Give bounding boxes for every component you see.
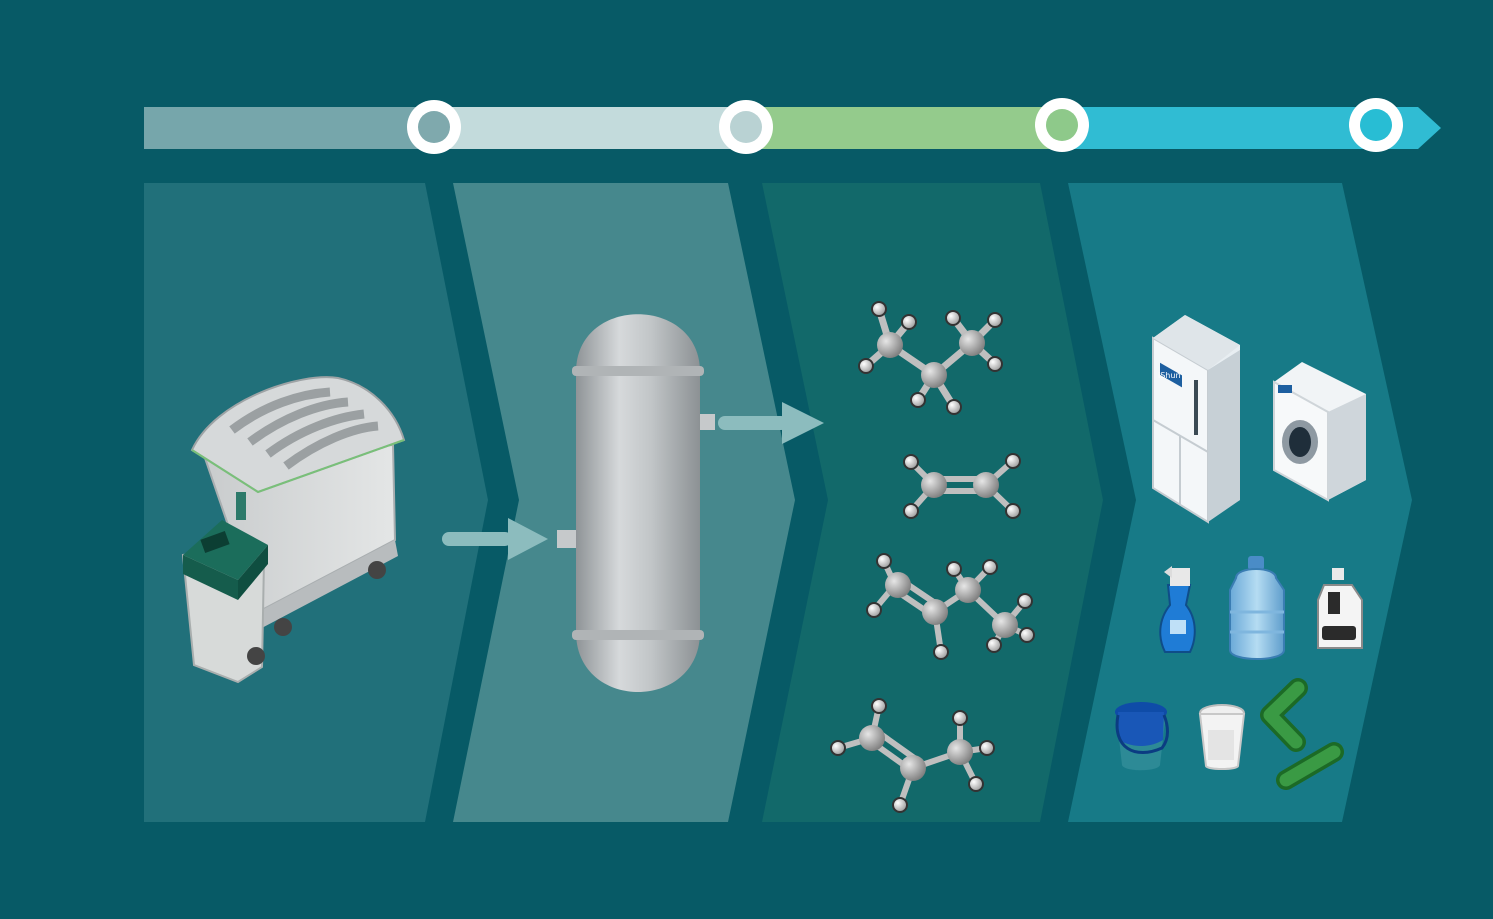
timeline-segment-4 [1062, 107, 1441, 149]
wheelie-bin-icon [181, 520, 268, 684]
spray-bottle-icon [1159, 566, 1196, 653]
water-jug-icon [1229, 556, 1285, 660]
butene-molecule-icon [830, 698, 995, 813]
timeline-segment-2 [434, 107, 748, 149]
timeline-node-4 [1349, 98, 1403, 152]
pyrolysis-reactor-icon [557, 314, 715, 692]
detergent-bottle-icon [1317, 568, 1363, 649]
ethylene-molecule-icon [903, 453, 1021, 519]
cup-icon [1198, 704, 1246, 770]
stage-panel-monomers [762, 183, 1103, 822]
timeline-node-2 [719, 100, 773, 154]
timeline-node-3 [1035, 98, 1089, 152]
pipe-icon [1260, 678, 1344, 790]
refrigerator-icon: iShun [1152, 315, 1240, 524]
flow-arrow-icon [442, 518, 548, 560]
washing-machine-icon [1273, 362, 1366, 502]
appliance-brand-label: iShun [1158, 371, 1181, 380]
butadiene-molecule-icon [866, 553, 1035, 660]
timeline-segment-3 [746, 107, 1064, 149]
propane-molecule-icon [858, 301, 1003, 415]
flow-arrow-icon [718, 402, 824, 444]
bucket-icon [1115, 702, 1169, 771]
timeline-segment-1 [144, 107, 436, 149]
timeline-node-1 [407, 100, 461, 154]
timeline [144, 98, 1441, 154]
